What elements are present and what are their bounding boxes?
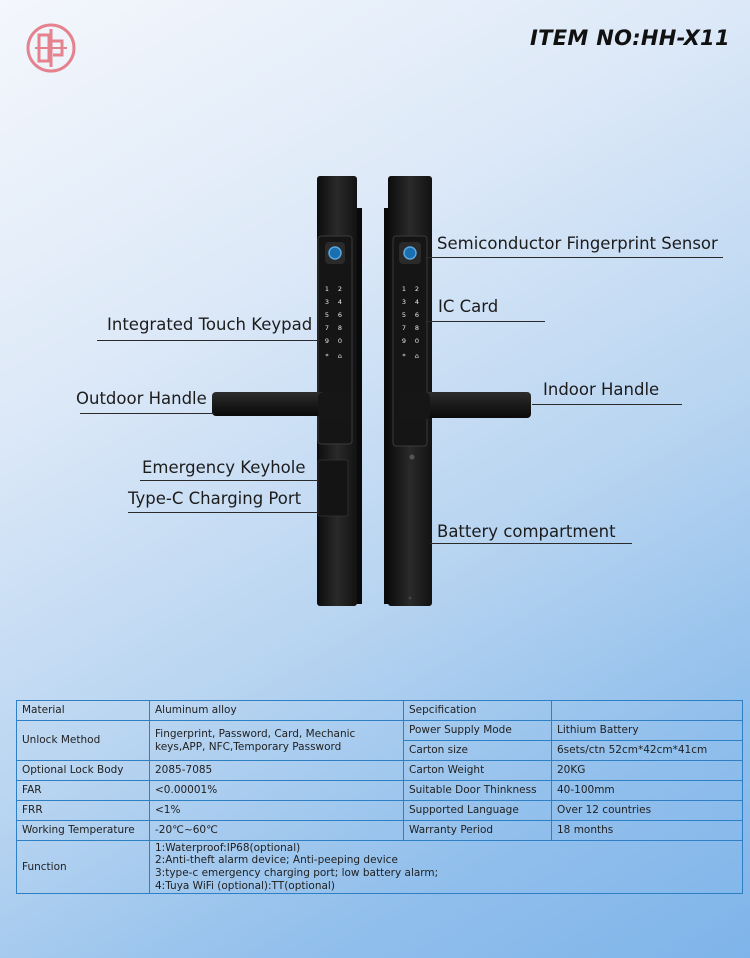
table-row: FAR <0.00001% Suitable Door Thinkness 40…: [16, 780, 743, 801]
callout-line: [97, 340, 320, 341]
spec-label: Power Supply Mode: [403, 720, 552, 741]
svg-text:7: 7: [325, 324, 329, 332]
callout-indoor-handle: Indoor Handle: [543, 380, 660, 399]
svg-text:6: 6: [338, 311, 342, 319]
svg-text:*: *: [402, 352, 406, 360]
spec-value: Over 12 countries: [551, 800, 743, 821]
indoor-lock: 1 2 3 4 5 6 7 8 9 0 * ⌂: [384, 176, 531, 606]
emergency-keyhole-cover: [317, 459, 349, 517]
svg-text:0: 0: [415, 337, 419, 345]
spec-label: Function: [16, 840, 150, 894]
table-row: Working Temperature -20℃~60℃ Warranty Pe…: [16, 820, 743, 841]
function-list: 1:Waterproof:IP68(optional) 2:Anti-theft…: [149, 840, 743, 894]
spec-label: Working Temperature: [16, 820, 150, 841]
table-row: Optional Lock Body 2085-7085 Carton Weig…: [16, 760, 743, 781]
svg-text:3: 3: [325, 298, 329, 306]
callout-line: [430, 543, 632, 544]
spec-value: 2085-7085: [149, 760, 404, 781]
fingerprint-sensor-icon: [328, 246, 342, 260]
spec-label: Warranty Period: [403, 820, 552, 841]
spec-label: Optional Lock Body: [16, 760, 150, 781]
svg-text:*: *: [325, 352, 329, 360]
table-row: Carton size 6sets/ctn 52cm*42cm*41cm: [17, 740, 743, 761]
spec-value: <1%: [149, 800, 404, 821]
spec-value: <0.00001%: [149, 780, 404, 801]
svg-text:2: 2: [415, 285, 419, 293]
svg-text:4: 4: [415, 298, 419, 306]
callout-type-c-port: Type-C Charging Port: [128, 489, 302, 508]
svg-text:5: 5: [402, 311, 406, 319]
spec-label: Carton size: [403, 740, 552, 761]
spec-label: FAR: [16, 780, 150, 801]
function-item: 2:Anti-theft alarm device; Anti-peeping …: [155, 854, 398, 867]
outdoor-lock: 1 2 3 4 5 6 7 8 9 0 * ⌂: [212, 176, 362, 606]
svg-text:9: 9: [325, 337, 329, 345]
callout-line: [425, 321, 545, 322]
item-number: ITEM NO:HH-X11: [530, 26, 730, 50]
spec-label: Suitable Door Thinkness: [403, 780, 552, 801]
svg-text:8: 8: [338, 324, 342, 332]
spec-value: Fingerprint, Password, Card, Mechanic ke…: [149, 720, 404, 761]
callout-emergency-keyhole: Emergency Keyhole: [142, 458, 306, 477]
svg-text:4: 4: [338, 298, 342, 306]
callout-battery-compartment: Battery compartment: [437, 522, 616, 541]
callout-line: [128, 512, 318, 513]
indoor-keypad: 1 2 3 4 5 6 7 8 9 0 * ⌂: [402, 285, 419, 360]
table-row: Function 1:Waterproof:IP68(optional) 2:A…: [16, 840, 743, 894]
spec-value: Lithium Battery: [551, 720, 743, 741]
svg-text:8: 8: [415, 324, 419, 332]
spec-label: Material: [16, 700, 150, 721]
spec-table: Material Aluminum alloy Sepcification Un…: [16, 700, 743, 894]
svg-text:5: 5: [325, 311, 329, 319]
svg-text:⌂: ⌂: [415, 352, 419, 360]
callout-line: [140, 480, 318, 481]
callout-line: [532, 404, 682, 405]
callout-touch-keypad: Integrated Touch Keypad: [107, 315, 313, 334]
spec-value: [551, 700, 743, 721]
spec-label: Supported Language: [403, 800, 552, 821]
indoor-handle: [405, 392, 531, 418]
svg-text:9: 9: [402, 337, 406, 345]
outdoor-handle: [212, 392, 334, 416]
smart-lock-illustration: 1 2 3 4 5 6 7 8 9 0 * ⌂ 1 2 3 4 5 6 7 8 9 0 * ⌂: [212, 176, 531, 606]
svg-text:1: 1: [325, 285, 329, 293]
callout-fingerprint-sensor: Semiconductor Fingerprint Sensor: [437, 234, 718, 253]
svg-text:1: 1: [402, 285, 406, 293]
svg-text:0: 0: [338, 337, 342, 345]
function-item: 1:Waterproof:IP68(optional): [155, 841, 301, 854]
callout-line: [80, 413, 214, 414]
table-row: Unlock Method Fingerprint, Password, Car…: [16, 720, 743, 761]
spec-value: 6sets/ctn 52cm*42cm*41cm: [551, 740, 743, 761]
outdoor-keypad: 1 2 3 4 5 6 7 8 9 0 * ⌂: [325, 285, 342, 360]
table-row: FRR <1% Supported Language Over 12 count…: [16, 800, 743, 821]
svg-text:7: 7: [402, 324, 406, 332]
spec-value: 20KG: [551, 760, 743, 781]
svg-text:⌂: ⌂: [338, 352, 342, 360]
svg-text:2: 2: [338, 285, 342, 293]
spec-label: FRR: [16, 800, 150, 821]
spec-value: -20℃~60℃: [149, 820, 404, 841]
svg-text:6: 6: [415, 311, 419, 319]
callout-outdoor-handle: Outdoor Handle: [76, 389, 207, 408]
callout-line: [425, 257, 723, 258]
brand-logo: [26, 23, 76, 73]
spec-label: Carton Weight: [403, 760, 552, 781]
spec-label: Sepcification: [403, 700, 552, 721]
function-item: 4:Tuya WiFi (optional):TT(optional): [155, 879, 335, 892]
callout-ic-card: IC Card: [438, 297, 499, 316]
function-item: 3:type-c emergency charging port; low ba…: [155, 867, 439, 879]
svg-text:3: 3: [402, 298, 406, 306]
table-row: Material Aluminum alloy Sepcification: [16, 700, 743, 721]
spec-value: Aluminum alloy: [149, 700, 404, 721]
spec-label: Unlock Method: [16, 720, 150, 761]
spec-value: 40-100mm: [551, 780, 743, 801]
spec-value: 18 months: [551, 820, 743, 841]
